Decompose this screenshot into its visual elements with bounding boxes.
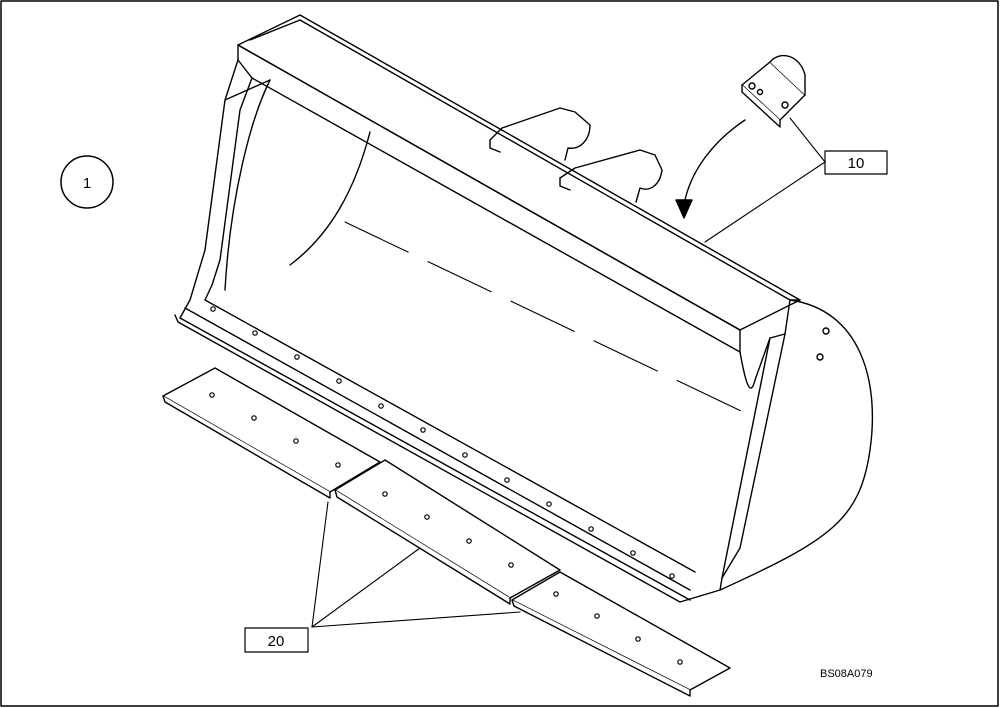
leader-lines [311,117,826,628]
bucket [174,14,874,603]
callout-10-label: 10 [848,155,865,172]
callout-20: 20 [244,627,309,653]
view-number: 1 [83,175,91,192]
install-arrow [675,119,746,219]
cutting-edge-middle [334,459,561,599]
attachment-part [741,54,806,128]
cutting-edges [162,367,731,697]
cutting-edge-right [511,571,731,691]
callout-10: 10 [824,150,888,175]
view-number-marker: 1 [60,155,114,209]
cutting-edge-left [162,367,381,493]
callout-20-label: 20 [268,633,285,650]
drawing-code: BS08A079 [820,668,873,680]
